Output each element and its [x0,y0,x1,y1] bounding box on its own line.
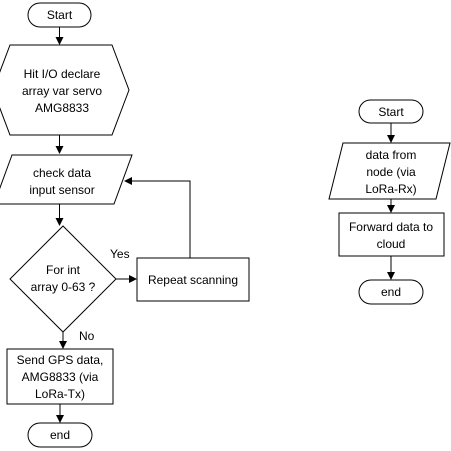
send-gps-node: Send GPS data, AMG8833 (via LoRa-Tx) [6,348,114,405]
left-end-label: end [50,428,70,442]
repeat-scanning-box [136,257,250,302]
check-input-node: check data input sensor [0,154,133,205]
forward-data-box [338,212,445,257]
receive-label-line-2: node (via [366,165,416,179]
receive-data-node: data from node (via LoRa-Rx) [328,142,451,200]
edge-repeat-loop-back [124,177,191,258]
init-label-line-2: array var servo [22,84,102,98]
init-label-line-3: AMG8833 [35,101,89,115]
repeat-scanning-label: Repeat scanning [148,273,238,287]
init-node: Hit I/O declare array var servo AMG8833 [0,44,130,136]
right-flowchart: Start data from node (via LoRa-Rx) Forwa… [328,99,451,305]
init-preparation-shape [0,44,130,136]
right-start-node: Start [358,99,424,124]
repeat-scanning-node: Repeat scanning [136,257,250,302]
left-end-terminator [27,422,93,448]
decision-label-line-1: For int [46,263,81,277]
check-label-line-1: check data [33,166,91,180]
send-label-line-2: AMG8833 (via [22,370,99,384]
check-label-line-2: input sensor [29,183,94,197]
left-flowchart: Start Hit I/O declare array var servo AM… [0,2,250,448]
no-label: No [79,329,95,343]
decision-label-line-2: array 0-63 ? [31,280,96,294]
right-start-label: Start [378,105,404,119]
right-end-node: end [358,279,424,305]
send-label-line-1: Send GPS data, [17,353,104,367]
left-end-node: end [27,422,93,448]
forward-data-node: Forward data to cloud [338,212,445,257]
receive-data-parallelogram [328,142,451,200]
yes-label: Yes [110,247,130,261]
receive-label-line-3: LoRa-Rx) [365,182,416,196]
send-gps-box [6,348,114,405]
left-start-label: Start [47,8,73,22]
send-label-line-3: LoRa-Tx) [35,387,85,401]
decision-node: For int array 0-63 ? [9,225,117,333]
receive-label-line-1: data from [366,148,417,162]
right-end-label: end [381,285,401,299]
decision-diamond [9,225,117,333]
right-end-terminator [358,279,424,305]
left-start-node: Start [27,2,92,28]
init-label-line-1: Hit I/O declare [24,67,101,81]
forward-label-line-1: Forward data to [349,220,433,234]
check-input-parallelogram [0,154,133,205]
forward-label-line-2: cloud [377,237,406,251]
